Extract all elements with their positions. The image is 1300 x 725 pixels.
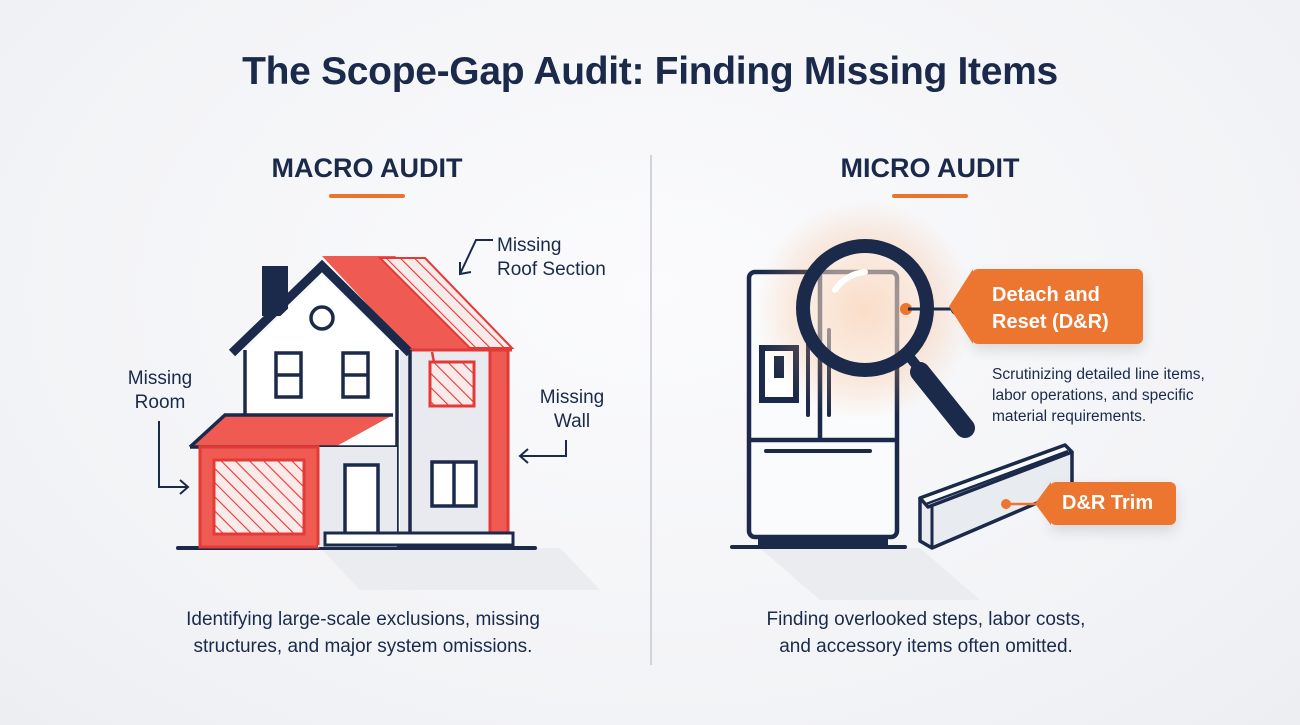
- tag-detach-reset: Detach and Reset (D&R): [949, 269, 1143, 344]
- tag-line: Detach and: [992, 284, 1100, 306]
- micro-underline: [892, 194, 968, 198]
- micro-description: Finding overlooked steps, labor costs, a…: [686, 606, 1166, 660]
- description-line: Finding overlooked steps, labor costs,: [766, 609, 1086, 630]
- macro-heading: MACRO AUDIT: [271, 153, 463, 183]
- callout-line: Missing: [497, 235, 562, 256]
- callout-line: Missing: [539, 387, 605, 408]
- callout-missing-roof: Missing Roof Section: [497, 234, 606, 282]
- tag-label: D&R Trim: [1062, 492, 1154, 514]
- tag-line: Reset (D&R): [992, 311, 1109, 333]
- callout-line: Room: [134, 392, 186, 413]
- macro-description: Identifying large-scale exclusions, miss…: [123, 606, 603, 660]
- micro-heading: MICRO AUDIT: [840, 153, 1020, 183]
- callout-line: Missing: [127, 368, 193, 389]
- detail-line: material requirements.: [992, 408, 1147, 425]
- macro-underline: [329, 194, 405, 198]
- callout-missing-wall: Missing Wall: [530, 386, 614, 434]
- description-line: structures, and major system omissions.: [193, 636, 533, 657]
- description-line: Identifying large-scale exclusions, miss…: [186, 609, 540, 630]
- callout-missing-room: Missing Room: [118, 367, 202, 415]
- micro-detail-text: Scrutinizing detailed line items, labor …: [992, 364, 1252, 427]
- page-title: The Scope-Gap Audit: Finding Missing Ite…: [242, 50, 1058, 93]
- description-line: and accessory items often omitted.: [779, 636, 1073, 657]
- tag-dr-trim: D&R Trim: [1035, 482, 1176, 525]
- detail-line: labor operations, and specific: [992, 387, 1194, 404]
- callout-line: Roof Section: [497, 259, 606, 280]
- tag-notch: [1035, 482, 1051, 525]
- detail-line: Scrutinizing detailed line items,: [992, 366, 1205, 383]
- tag-notch: [949, 269, 973, 344]
- section-divider: [650, 155, 652, 665]
- callout-line: Wall: [553, 411, 591, 432]
